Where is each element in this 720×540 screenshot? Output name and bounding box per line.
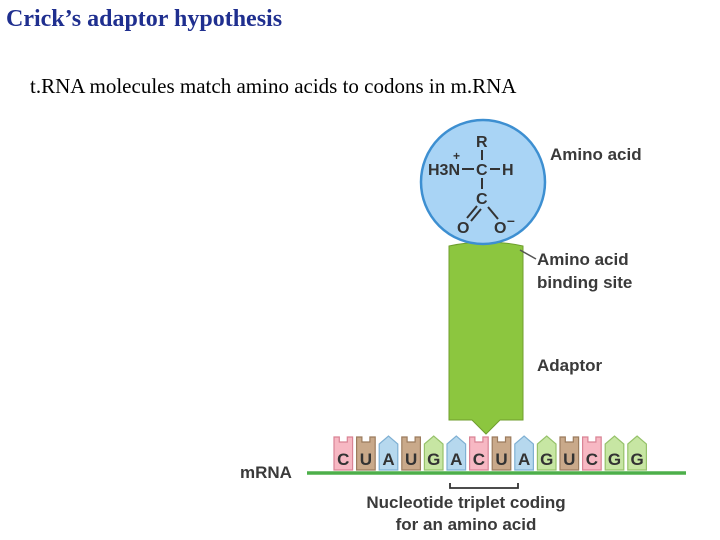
label-binding-site-1: Amino acid (537, 250, 629, 269)
nucleotide-letter: U (360, 450, 372, 469)
nucleotide-letter: C (337, 450, 349, 469)
nucleotide-u (491, 436, 512, 471)
page-subtitle: t.RNA molecules match amino acids to cod… (30, 74, 517, 98)
nucleotide-letter: A (382, 450, 394, 469)
amino-acid-structure: R + H3N C H C O O – (428, 134, 515, 237)
oxygen-minus: – (507, 212, 515, 228)
nucleotide-a (446, 435, 467, 471)
nucleotide-letter: U (405, 450, 417, 469)
nucleotide-letter: U (563, 450, 575, 469)
nucleotide-letter: G (540, 450, 553, 469)
nucleotide-c (333, 436, 354, 471)
label-binding-site-2: binding site (537, 273, 632, 292)
nucleotide-u (401, 436, 421, 471)
hydrogen: H (502, 162, 514, 179)
label-mrna: mRNA (240, 463, 292, 482)
amine-plus: + (453, 149, 460, 163)
nucleotide-letter: A (450, 450, 462, 469)
single-bond-o (487, 206, 499, 220)
nucleotide-letter: G (630, 450, 643, 469)
nucleotide-letter: G (427, 450, 440, 469)
nucleotide-a (378, 435, 399, 471)
page-title: Crick’s adaptor hypothesis (6, 6, 283, 32)
nucleotide-letter: U (495, 450, 507, 469)
oxygen-left: O (457, 220, 469, 237)
nucleotide-c (582, 436, 602, 471)
nucleotide-c (469, 436, 489, 471)
oxygen-right: O (494, 220, 506, 237)
label-adaptor: Adaptor (537, 356, 603, 375)
r-group: R (476, 134, 488, 151)
nucleotide-g (536, 435, 557, 471)
alpha-carbon: C (476, 162, 488, 179)
amine-group: H3N (428, 162, 460, 179)
nucleotide-g (627, 435, 647, 471)
nucleotide-letter: C (473, 450, 485, 469)
carboxyl-carbon: C (476, 191, 488, 208)
nucleotide-u (559, 436, 580, 471)
nucleotide-u (356, 436, 376, 471)
triplet-bracket (449, 483, 519, 489)
double-bond-b (470, 208, 482, 222)
nucleotide-letter: G (608, 450, 621, 469)
label-triplet-2: for an amino acid (396, 515, 537, 534)
binding-site-leader (519, 249, 537, 260)
nucleotide-g (423, 435, 444, 471)
label-triplet-1: Nucleotide triplet coding (366, 493, 565, 512)
nucleotide-a (514, 435, 534, 471)
nucleotide-letter: C (586, 450, 598, 469)
double-bond-a (466, 205, 478, 219)
adaptor-body (448, 241, 524, 435)
label-amino-acid: Amino acid (550, 145, 642, 164)
nucleotide-g (604, 435, 625, 471)
nucleotide-letter: A (518, 450, 530, 469)
